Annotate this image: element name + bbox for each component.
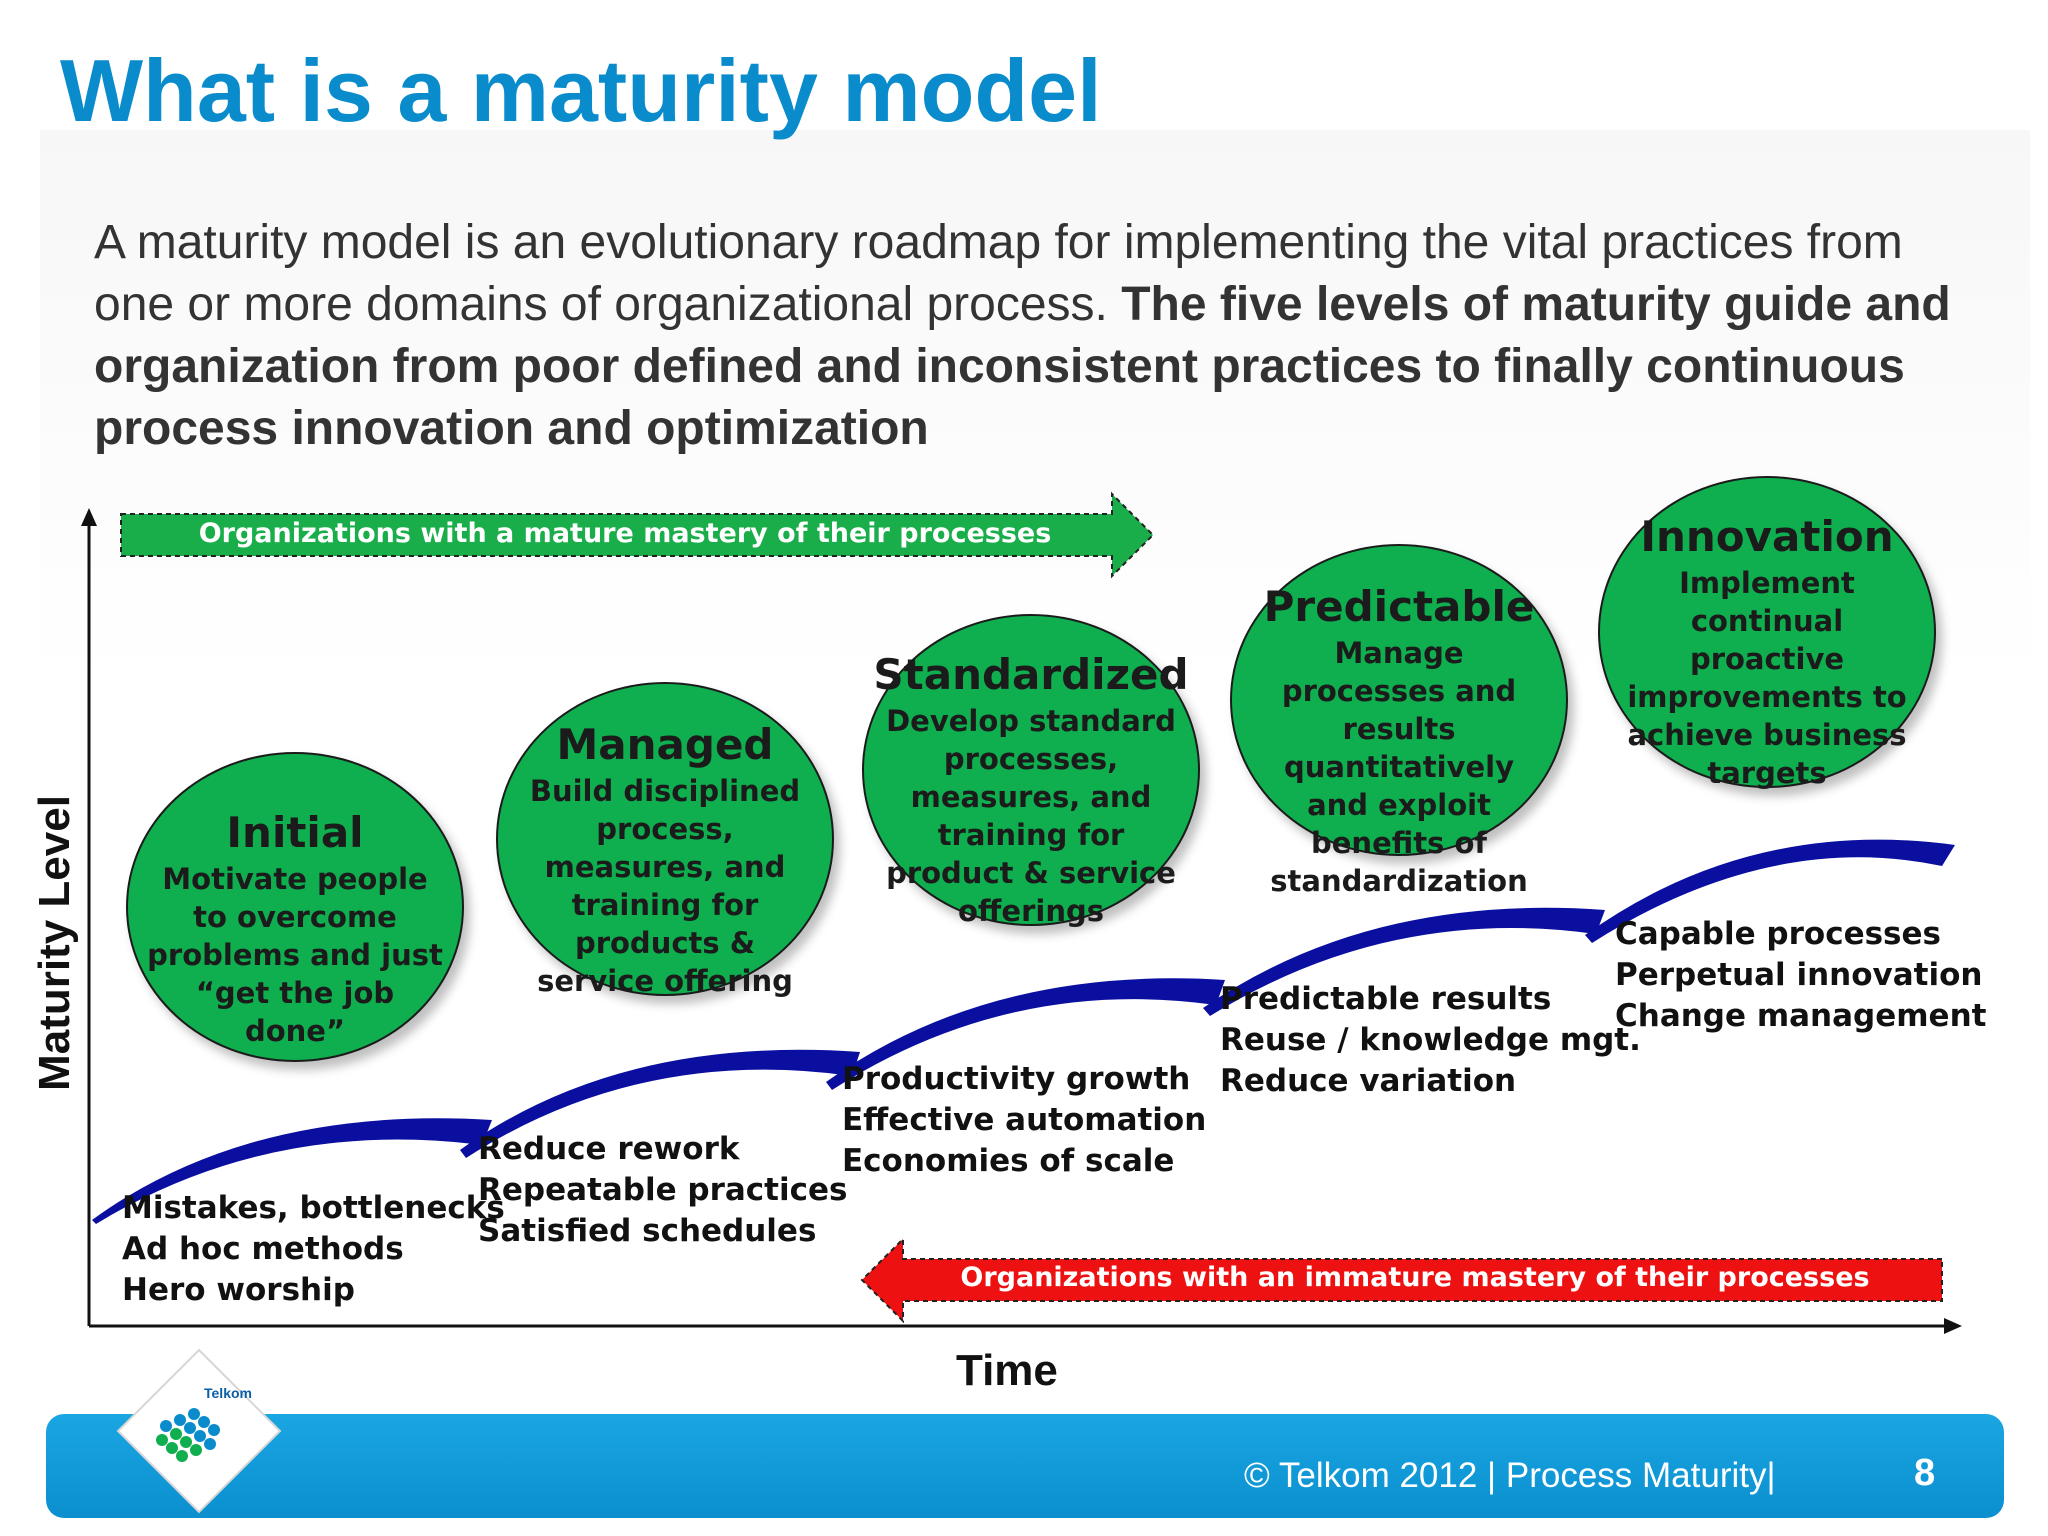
maturity-curves bbox=[92, 839, 1955, 1224]
outcomes-predictable: Predictable results Reuse / knowledge mg… bbox=[1220, 979, 1641, 1102]
immature-arrow-label: Organizations with an immature mastery o… bbox=[960, 1262, 1870, 1293]
level-standardized-circle: Standardized Develop standard processes,… bbox=[862, 614, 1200, 928]
outcome-line: Capable processes bbox=[1615, 916, 1941, 952]
outcome-line: Economies of scale bbox=[842, 1143, 1175, 1179]
outcome-line: Effective automation bbox=[842, 1102, 1207, 1138]
level-initial-circle: Initial Motivate people to overcome prob… bbox=[126, 752, 464, 1062]
outcome-line: Hero worship bbox=[122, 1272, 355, 1308]
curve-segment-4 bbox=[1203, 907, 1605, 1016]
level-innovation-circle: Innovation Implement continual proactive… bbox=[1598, 476, 1936, 790]
level-title: Predictable bbox=[1263, 582, 1535, 631]
level-description: Implement continual proactive improvemen… bbox=[1627, 566, 1907, 790]
telkom-logo: Telkom bbox=[116, 1348, 282, 1514]
curve-segment-5 bbox=[1585, 839, 1955, 943]
level-title: Standardized bbox=[873, 650, 1189, 699]
intro-paragraph: A maturity model is an evolutionary road… bbox=[94, 212, 1984, 460]
intro-normal-text: A maturity model is an evolutionary road… bbox=[94, 216, 1903, 331]
curve-segment-3 bbox=[826, 978, 1225, 1090]
level-description: Manage processes and results quantitativ… bbox=[1270, 636, 1528, 898]
intro-bold-text: The five levels of maturity guide and or… bbox=[94, 278, 1951, 455]
mature-arrow bbox=[120, 491, 1155, 579]
footer-bar bbox=[46, 1414, 2004, 1518]
page-title: What is a maturity model bbox=[60, 41, 1102, 140]
level-title: Innovation bbox=[1640, 512, 1894, 561]
level-title: Managed bbox=[556, 720, 774, 769]
mature-arrow-label: Organizations with a mature mastery of t… bbox=[198, 518, 1052, 549]
level-description: Develop standard processes, measures, an… bbox=[886, 704, 1176, 928]
curve-segment-1 bbox=[92, 1118, 492, 1224]
axes bbox=[81, 508, 1962, 1334]
x-axis-arrowhead bbox=[1944, 1318, 1962, 1334]
outcome-line: Repeatable practices bbox=[478, 1172, 848, 1208]
y-axis-arrowhead bbox=[81, 508, 97, 526]
page-number: 8 bbox=[1914, 1452, 1936, 1494]
level-description: Motivate people to overcome problems and… bbox=[147, 862, 443, 1048]
outcome-line: Mistakes, bottlenecks bbox=[122, 1190, 505, 1226]
level-managed-circle: Managed Build disciplined process, measu… bbox=[496, 682, 834, 998]
outcome-line: Ad hoc methods bbox=[122, 1231, 404, 1267]
outcome-line: Reuse / knowledge mgt. bbox=[1220, 1022, 1641, 1058]
level-predictable-circle: Predictable Manage processes and results… bbox=[1230, 544, 1568, 898]
immature-arrow bbox=[860, 1236, 1943, 1324]
logo-text: Telkom bbox=[204, 1385, 252, 1401]
outcome-line: Perpetual innovation bbox=[1615, 957, 1983, 993]
y-axis-label: Maturity Level bbox=[30, 795, 79, 1091]
outcome-line: Satisfied schedules bbox=[478, 1213, 817, 1249]
outcomes-initial: Mistakes, bottlenecks Ad hoc methods Her… bbox=[122, 1188, 505, 1311]
level-description: Build disciplined process, measures, and… bbox=[529, 774, 801, 998]
outcome-line: Predictable results bbox=[1220, 981, 1552, 1017]
outcome-line: Reduce rework bbox=[478, 1131, 740, 1167]
outcome-line: Reduce variation bbox=[1220, 1063, 1517, 1099]
x-axis-label: Time bbox=[956, 1346, 1058, 1395]
outcomes-standardized: Productivity growth Effective automation… bbox=[842, 1059, 1206, 1182]
outcome-line: Productivity growth bbox=[842, 1061, 1191, 1097]
outcomes-managed: Reduce rework Repeatable practices Satis… bbox=[478, 1129, 847, 1252]
telkom-logo-graphic: Telkom bbox=[116, 1348, 282, 1514]
footer-text: © Telkom 2012 | Process Maturity| bbox=[1244, 1456, 1776, 1495]
level-title: Initial bbox=[226, 808, 364, 857]
outcomes-innovation: Capable processes Perpetual innovation C… bbox=[1615, 914, 1986, 1037]
curve-segment-2 bbox=[460, 1049, 860, 1158]
outcome-line: Change management bbox=[1615, 998, 1987, 1034]
